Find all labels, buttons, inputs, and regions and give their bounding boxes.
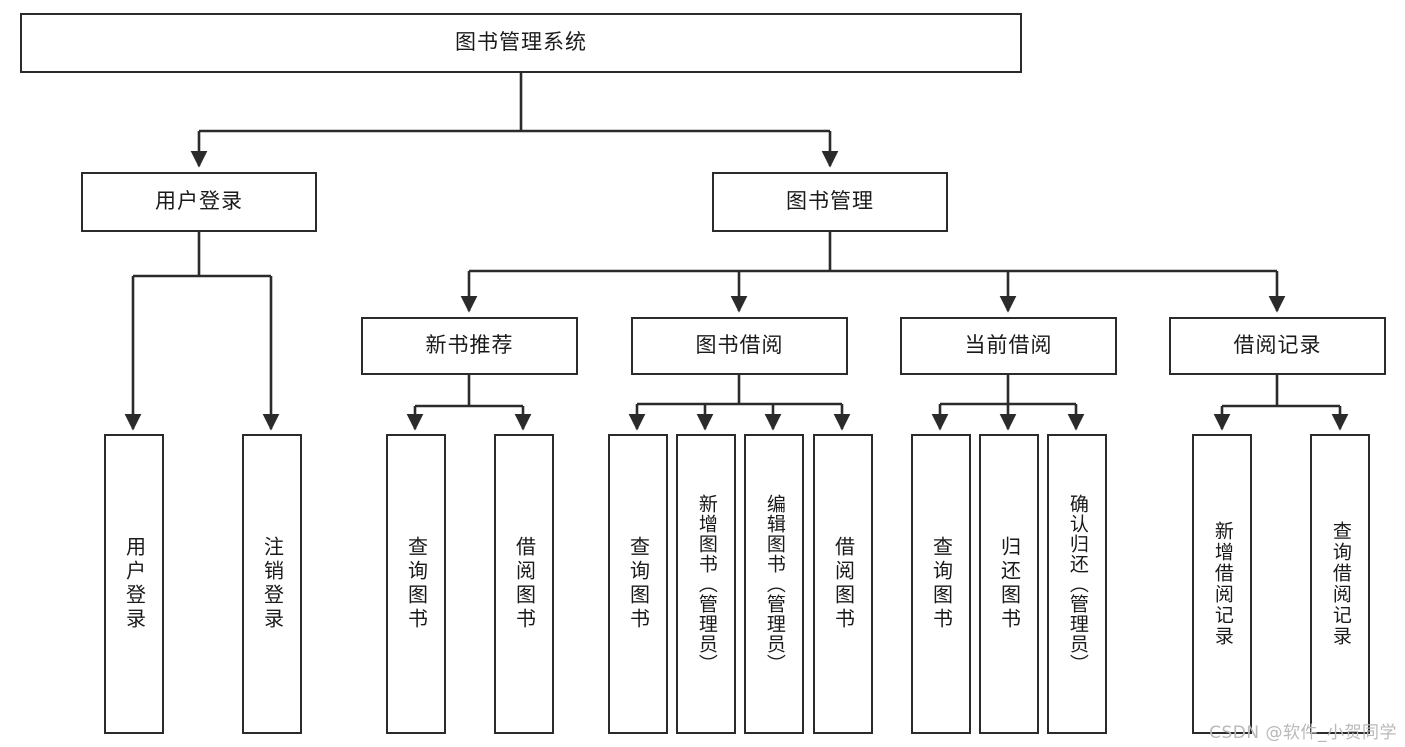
leaf-borrow-book-1[interactable]: 借阅图书 — [494, 434, 554, 734]
node-book-manage[interactable]: 图书管理 — [712, 172, 948, 232]
leaf-edit-book-label: 编辑图书（管理员） — [763, 494, 786, 674]
node-user-login-label: 用户登录 — [155, 189, 243, 214]
leaf-query-record[interactable]: 查询借阅记录 — [1310, 434, 1370, 734]
leaf-add-book[interactable]: 新增图书（管理员） — [676, 434, 736, 734]
leaf-add-record[interactable]: 新增借阅记录 — [1192, 434, 1252, 734]
leaf-query-book-3-label: 查询图书 — [929, 536, 954, 632]
leaf-borrow-book-2[interactable]: 借阅图书 — [813, 434, 873, 734]
leaf-query-book-2[interactable]: 查询图书 — [608, 434, 668, 734]
node-user-login[interactable]: 用户登录 — [81, 172, 317, 232]
leaf-add-record-label: 新增借阅记录 — [1211, 521, 1234, 647]
leaf-confirm-return[interactable]: 确认归还（管理员） — [1047, 434, 1107, 734]
leaf-borrow-book-2-label: 借阅图书 — [831, 536, 856, 632]
csdn-watermark: CSDN @软件_小贺同学 — [1209, 723, 1397, 743]
leaf-return-book-label: 归还图书 — [997, 536, 1022, 632]
node-new-book-rec[interactable]: 新书推荐 — [361, 317, 578, 375]
node-book-manage-label: 图书管理 — [786, 189, 874, 214]
node-book-borrow[interactable]: 图书借阅 — [631, 317, 848, 375]
node-book-borrow-label: 图书借阅 — [695, 333, 784, 358]
leaf-edit-book[interactable]: 编辑图书（管理员） — [744, 434, 804, 734]
node-borrow-record[interactable]: 借阅记录 — [1169, 317, 1386, 375]
leaf-borrow-book-1-label: 借阅图书 — [512, 536, 537, 632]
leaf-return-book[interactable]: 归还图书 — [979, 434, 1039, 734]
node-borrow-record-label: 借阅记录 — [1233, 333, 1322, 358]
node-new-book-rec-label: 新书推荐 — [425, 333, 514, 358]
node-root[interactable]: 图书管理系统 — [20, 13, 1022, 73]
leaf-confirm-return-label: 确认归还（管理员） — [1066, 494, 1089, 674]
node-root-label: 图书管理系统 — [455, 30, 587, 55]
leaf-query-book-1[interactable]: 查询图书 — [386, 434, 446, 734]
leaf-user-login-label: 用户登录 — [122, 536, 147, 632]
leaf-logout[interactable]: 注销登录 — [242, 434, 302, 734]
leaf-user-login[interactable]: 用户登录 — [104, 434, 164, 734]
leaf-logout-label: 注销登录 — [260, 536, 285, 632]
leaf-query-book-3[interactable]: 查询图书 — [911, 434, 971, 734]
leaf-query-book-2-label: 查询图书 — [626, 536, 651, 632]
leaf-query-book-1-label: 查询图书 — [404, 536, 429, 632]
node-current-borrow-label: 当前借阅 — [964, 333, 1053, 358]
leaf-add-book-label: 新增图书（管理员） — [695, 494, 718, 674]
leaf-query-record-label: 查询借阅记录 — [1329, 521, 1352, 647]
node-current-borrow[interactable]: 当前借阅 — [900, 317, 1117, 375]
